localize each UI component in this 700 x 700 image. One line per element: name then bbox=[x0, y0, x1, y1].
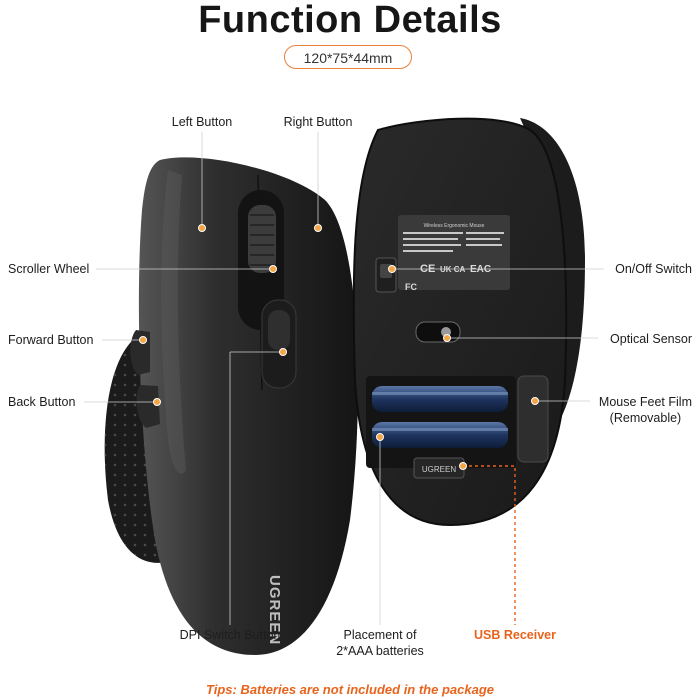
mouse-top-view: UGREEN bbox=[104, 157, 358, 656]
label-left-button: Left Button bbox=[171, 115, 233, 129]
product-label-title: Wireless Ergonomic Mouse bbox=[424, 223, 485, 229]
tips-note: Tips: Batteries are not included in the … bbox=[206, 682, 494, 697]
label-optical-sensor: Optical Sensor bbox=[610, 332, 692, 346]
label-usb-receiver: USB Receiver bbox=[474, 628, 556, 642]
label-battery-placement-line1: Placement of bbox=[343, 628, 417, 642]
receiver-brand: UGREEN bbox=[422, 465, 456, 474]
label-right-button: Right Button bbox=[283, 115, 353, 129]
label-scroller-wheel: Scroller Wheel bbox=[8, 262, 90, 276]
page-title: Function Details bbox=[198, 0, 502, 41]
label-forward-button: Forward Button bbox=[8, 333, 94, 347]
callout-lines bbox=[84, 132, 604, 625]
callout-dots bbox=[139, 224, 539, 470]
fc-mark: FC bbox=[405, 282, 417, 292]
label-battery-placement: Placement of 2*AAA batteries bbox=[336, 627, 424, 659]
ukca-mark: UK CA bbox=[440, 265, 466, 274]
label-mouse-feet-film-line2: (Removable) bbox=[609, 411, 682, 425]
eac-mark: EAC bbox=[470, 264, 491, 275]
label-battery-placement-line2: 2*AAA batteries bbox=[336, 644, 424, 658]
mouse-bottom-view: Wireless Ergonomic Mouse CE UK CA EAC FC bbox=[352, 117, 585, 527]
label-on-off-switch: On/Off Switch bbox=[615, 262, 692, 276]
brand-logo: UGREEN bbox=[266, 575, 283, 645]
label-dpi-switch-button: DPI Switch Button bbox=[179, 628, 281, 642]
label-mouse-feet-film-line1: Mouse Feet Film bbox=[598, 395, 692, 409]
label-mouse-feet-film: Mouse Feet Film (Removable) bbox=[599, 394, 692, 426]
dimensions-badge: 120*75*44mm bbox=[284, 45, 412, 69]
label-back-button: Back Button bbox=[8, 395, 76, 409]
